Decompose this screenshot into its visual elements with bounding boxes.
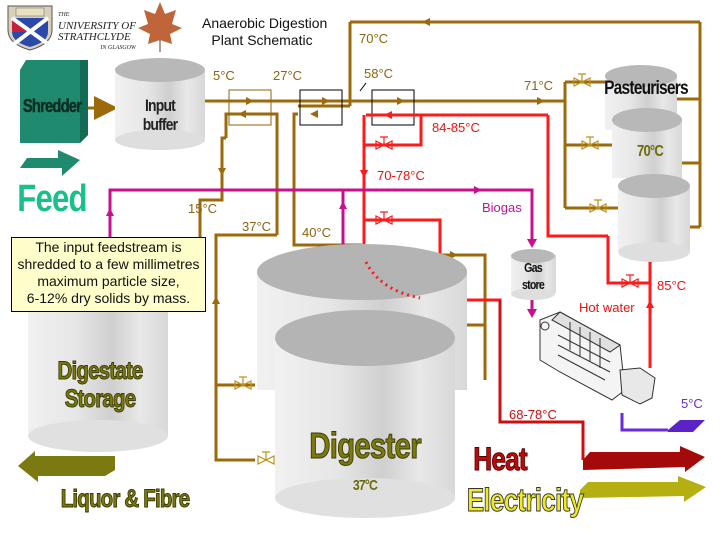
electricity-arrow-icon	[580, 476, 706, 502]
note-line-1: The input feedstream is	[35, 239, 182, 255]
feed-label: Feed	[17, 178, 87, 220]
title-line-2: Plant Schematic	[211, 32, 313, 48]
heat-return-pipe	[498, 300, 585, 460]
university-crest-icon	[7, 5, 53, 51]
pasteurisers-label: Pasteurisers	[604, 78, 689, 99]
temp-label-85c: 85°C	[657, 278, 687, 293]
note-line-2: shredded to a few millimetres	[17, 256, 200, 272]
pasteuriser-tank-3[interactable]	[618, 174, 690, 262]
temp-label-70-78c: 70-78°C	[377, 168, 425, 183]
valve-icon	[375, 136, 393, 150]
logo-line1: UNIVERSITY OF	[58, 20, 136, 32]
digestate-label-1: Digestate	[57, 357, 144, 386]
heat-exchangers	[228, 89, 272, 126]
coolant-pipe	[620, 413, 668, 432]
temp-label-58c: 58°C	[364, 66, 394, 81]
heat-exchanger-1	[228, 89, 272, 126]
note-line-4: 6-12% dry solids by mass.	[26, 290, 191, 306]
input-buffer-label: Input buffer	[127, 96, 193, 134]
valves	[234, 73, 639, 465]
heat-exchanger-3	[371, 89, 415, 126]
gas-store-label-1: Gas	[524, 260, 543, 275]
logo-the: THE	[58, 12, 70, 18]
pasteuriser-tank-2[interactable]	[612, 108, 682, 178]
heat-exchanger-2	[299, 89, 343, 126]
valve-icon	[234, 376, 252, 390]
pointer-arrow-icon	[359, 82, 367, 92]
digester-temp-label: 37°C	[352, 477, 378, 494]
coolant-inlet-arrow-icon	[668, 420, 705, 432]
temp-label-coolant-5c: 5°C	[681, 396, 703, 411]
input-buffer-label-1: Input	[145, 96, 176, 115]
valve-icon	[573, 73, 591, 87]
chp-engine-icon[interactable]	[539, 311, 656, 405]
temp-label-40c: 40°C	[302, 225, 332, 240]
feedstream-note: The input feedstream is shredded to a fe…	[11, 237, 206, 312]
digestate-storage-tank[interactable]	[28, 305, 168, 452]
pasteuriser-temp-label: 70°C	[636, 143, 664, 160]
gas-store-label: Gas store	[513, 259, 554, 293]
note-line-3: maximum particle size,	[37, 273, 180, 289]
temp-label-70c: 70°C	[359, 31, 389, 46]
shredder-box[interactable]	[20, 60, 88, 143]
hot-water-label: Hot water	[579, 300, 635, 315]
university-logo: THE UNIVERSITY OF STRATHCLYDE IN GLASGOW	[58, 10, 136, 54]
title-line-1: Anaerobic Digestion	[202, 15, 328, 31]
valve-icon	[375, 211, 393, 225]
liquor-fibre-label: Liquor & Fibre	[60, 485, 190, 514]
feed-arrow-icon	[20, 150, 80, 176]
liquor-fibre-arrow-icon	[18, 451, 115, 482]
input-buffer-label-2: buffer	[142, 115, 178, 134]
input-buffer-tank[interactable]	[115, 58, 205, 150]
temp-label-15c: 15°C	[188, 201, 218, 216]
maple-leaf-icon	[138, 2, 182, 52]
valve-icon	[621, 274, 639, 288]
valve-icon	[257, 451, 275, 465]
temp-label-71c: 71°C	[524, 78, 554, 93]
gas-store-label-2: store	[522, 277, 545, 292]
electricity-label: Electricity	[466, 482, 584, 518]
biogas-label: Biogas	[482, 200, 522, 215]
digestate-storage-label: Digestate Storage	[43, 357, 158, 414]
logo-line2: STRATHCLYDE	[58, 31, 131, 43]
temp-label-68-78c: 68-78°C	[509, 407, 557, 422]
flow-arrows	[212, 18, 545, 304]
digester-label: Digester	[309, 425, 422, 467]
valve-icon	[589, 199, 607, 213]
temp-label-5c: 5°C	[213, 68, 235, 83]
heat-label: Heat	[473, 441, 528, 477]
shredder-label: Shredder	[22, 96, 82, 117]
temp-label-37c: 37°C	[242, 219, 272, 234]
digestate-label-2: Storage	[64, 385, 136, 414]
gas-store-tank[interactable]	[511, 249, 556, 300]
digester-tank-front[interactable]	[275, 310, 455, 518]
logo-line3: IN GLASGOW	[100, 45, 136, 51]
heat-arrow-icon	[583, 446, 705, 472]
temp-label-27c: 27°C	[273, 68, 303, 83]
temp-label-84-85c: 84-85°C	[432, 120, 480, 135]
valve-icon	[581, 136, 599, 150]
page-title: Anaerobic Digestion Plant Schematic	[202, 15, 328, 49]
